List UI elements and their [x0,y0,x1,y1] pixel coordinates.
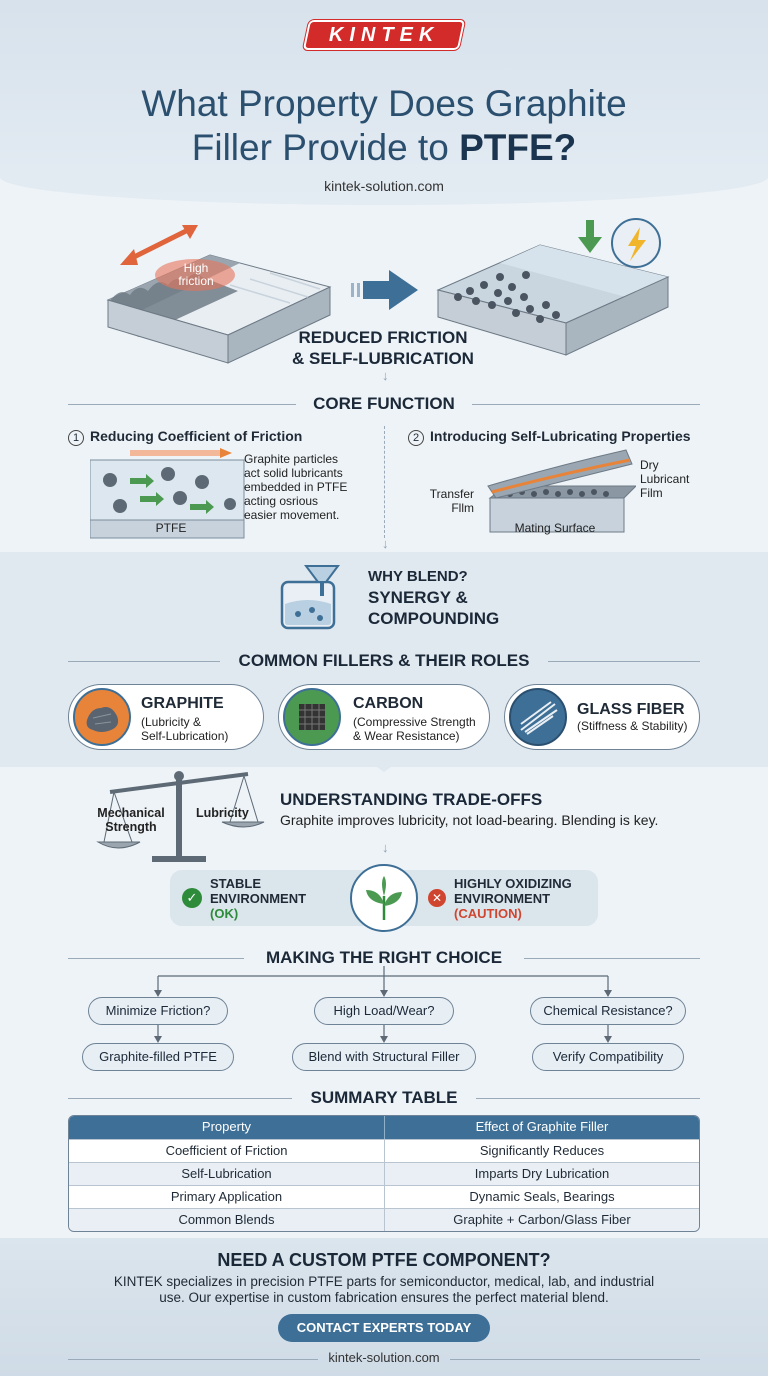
mating-surface-label: Mating Surface [514,521,596,535]
core-divider [384,426,385,538]
table-cell: Dynamic Seals, Bearings [384,1186,699,1208]
divider [524,958,700,959]
divider [68,1098,292,1099]
choice-question-load[interactable]: High Load/Wear? [314,997,454,1025]
contact-experts-button[interactable]: CONTACT EXPERTS TODAY [278,1314,490,1342]
table-cell: Self-Lubrication [181,1166,272,1181]
balance-scale-icon [96,771,265,862]
table-cell: Primary Application [170,1189,283,1204]
filler-card-graphite[interactable]: GRAPHITE (Lubricity &Self-Lubrication) [68,684,264,750]
divider [548,661,700,662]
graphite-icon [73,688,131,746]
table-cell: Coefficient of Friction [165,1143,288,1158]
divider [450,1359,700,1360]
filler-card-carbon[interactable]: CARBON (Compressive Strength& Wear Resis… [278,684,490,750]
choice-answer-blend[interactable]: Blend with Structural Filler [292,1043,476,1071]
down-arrow-icon: ↓ [382,368,389,383]
choice-title: MAKING THE RIGHT CHOICE [265,948,503,967]
summary-table: Property Effect of Graphite Filler Coeff… [68,1115,700,1232]
down-arrow-icon: ↓ [382,536,389,551]
table-header-cell: Property [201,1119,252,1134]
table-cell: Graphite + Carbon/Glass Fiber [384,1209,699,1231]
carbon-cube-icon [283,688,341,746]
x-icon: ✕ [428,889,446,907]
choice-tree-connectors [154,966,612,1043]
summary-title: SUMMARY TABLE [310,1088,458,1107]
hero-label: REDUCED FRICTION& SELF-LUBRICATION [292,328,474,368]
divider [68,404,296,405]
fillers-title: COMMON FILLERS & THEIR ROLES [238,651,530,670]
choice-question-friction[interactable]: Minimize Friction? [88,997,228,1025]
check-icon: ✓ [182,888,202,908]
divider [472,404,700,405]
site-url-top[interactable]: kintek-solution.com [324,178,444,194]
friction-comparison-illustration [106,218,670,364]
table-row: Primary Application Dynamic Seals, Beari… [69,1185,699,1208]
choice-answer-verify[interactable]: Verify Compatibility [532,1043,684,1071]
divider [476,1098,700,1099]
glass-fiber-icon [509,688,567,746]
down-arrow-icon: ↓ [382,840,389,855]
cta-title: NEED A CUSTOM PTFE COMPONENT? [217,1250,551,1270]
choice-answer-graphite[interactable]: Graphite-filled PTFE [82,1043,234,1071]
tradeoffs-description: Graphite improves lubricity, not load-be… [280,812,659,828]
kintek-logo[interactable]: KINTEK [302,20,466,50]
band-notch [370,762,398,772]
table-row: Common Blends Graphite + Carbon/Glass Fi… [69,1208,699,1231]
cta-text: KINTEK specializes in precision PTFE par… [113,1274,655,1305]
why-blend-title: WHY BLEND?SYNERGY &COMPOUNDING [368,568,500,628]
ptfe-particles-diagram [90,448,245,539]
ptfe-base-label: PTFE [155,521,187,535]
table-cell: Imparts Dry Lubrication [384,1163,699,1185]
table-header-cell: Effect of Graphite Filler [384,1116,699,1139]
divider [68,958,244,959]
lubricity-label: Lubricity [196,806,249,820]
table-header-row: Property Effect of Graphite Filler [69,1116,699,1139]
page-title: What Property Does Graphite Filler Provi… [141,83,627,168]
table-cell: Common Blends [178,1212,275,1227]
footer-band [0,1238,768,1376]
table-cell: Significantly Reduces [384,1140,699,1162]
site-url-bottom[interactable]: kintek-solution.com [328,1350,440,1365]
transfer-film-diagram [487,449,636,533]
leaf-icon [350,864,418,932]
divider [68,661,220,662]
tradeoffs-title: UNDERSTANDING TRADE-OFFS [280,790,543,809]
core-function-title: CORE FUNCTION [313,394,455,413]
table-row: Coefficient of Friction Significantly Re… [69,1139,699,1162]
divider [68,1359,318,1360]
beaker-funnel-icon [280,565,340,630]
table-row: Self-Lubrication Imparts Dry Lubrication [69,1162,699,1185]
choice-question-chemical[interactable]: Chemical Resistance? [530,997,686,1025]
filler-card-glass-fiber[interactable]: GLASS FIBER (Stiffness & Stability) [504,684,700,750]
